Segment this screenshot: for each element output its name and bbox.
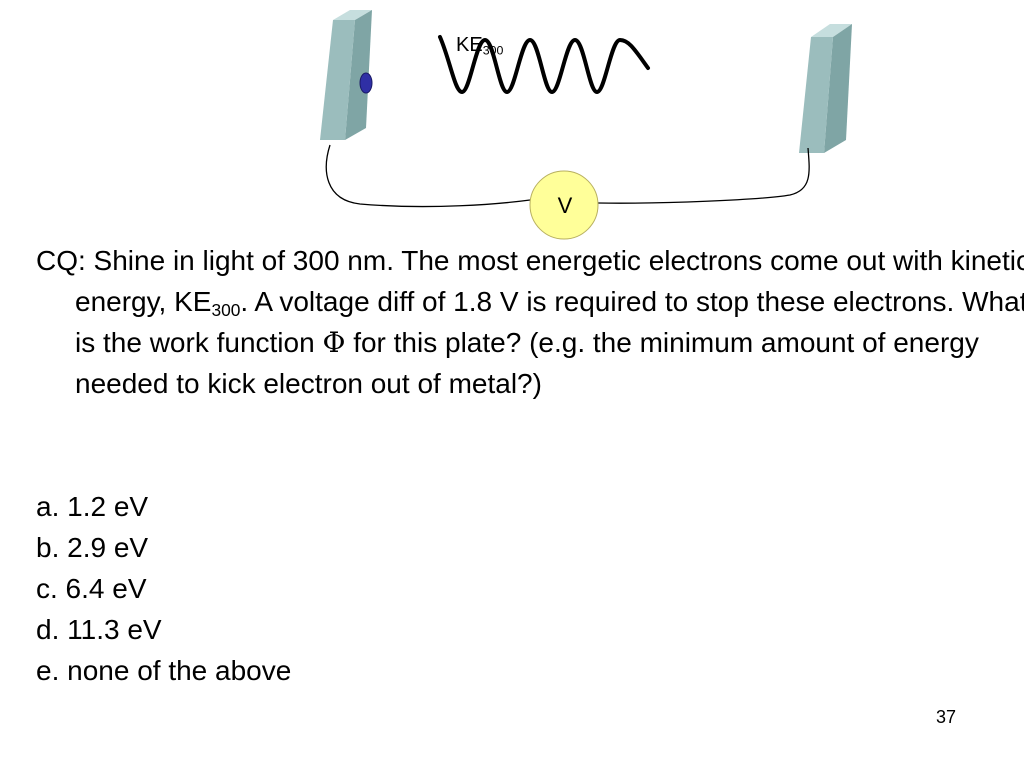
question-mid: . A voltage diff of 1.8 V is required to… <box>75 286 1024 358</box>
slide-number: 37 <box>936 707 957 727</box>
question-lead: CQ: Shine in light of 300 nm. The most e… <box>36 245 1024 317</box>
light-wave <box>438 35 650 95</box>
question-text: CQ: Shine in light of 300 nm. The most e… <box>36 240 1024 404</box>
wave-label-subscript: 300 <box>482 43 504 58</box>
option-c: c. 6.4 eV <box>36 573 147 604</box>
option-d: d. 11.3 eV <box>36 614 162 645</box>
photoelectric-diagram <box>320 10 852 240</box>
voltmeter-label: V <box>557 193 573 218</box>
right-metal-plate <box>799 24 852 153</box>
option-b: b. 2.9 eV <box>36 532 149 563</box>
question-ke-subscript: 300 <box>211 299 241 320</box>
wave-label-main: KE <box>456 34 483 56</box>
electron-dot <box>359 72 373 94</box>
left-metal-plate <box>320 10 372 140</box>
right-wire <box>597 147 810 204</box>
option-a: a. 1.2 eV <box>36 491 149 522</box>
option-e: e. none of the above <box>36 655 292 686</box>
voltmeter-circle <box>529 170 599 240</box>
answer-options: a. 1.2 eV b. 2.9 eV c. 6.4 eV d. 11.3 eV… <box>36 486 291 691</box>
wave-label: KE300 <box>456 34 504 58</box>
left-wire <box>325 144 531 208</box>
phi-symbol: Φ <box>322 326 346 359</box>
question-tail: for this plate? (e.g. the minimum amount… <box>75 327 979 399</box>
